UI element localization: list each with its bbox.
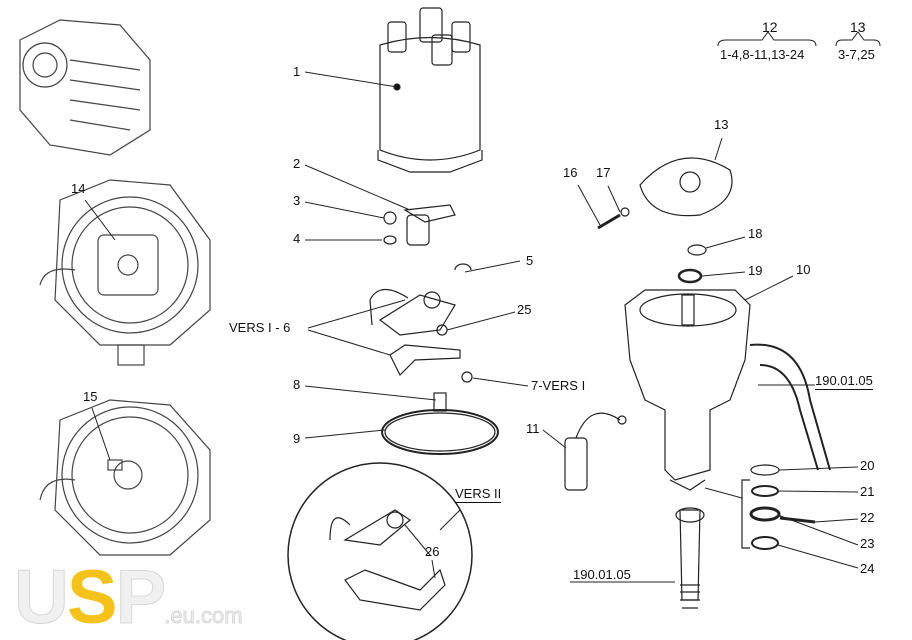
vers2-detail-circle	[287, 462, 473, 640]
rotor	[403, 204, 456, 246]
screw-16	[597, 213, 621, 230]
callout-24: 24	[860, 561, 875, 576]
usp-watermark-logo: USP.eu.com	[14, 555, 244, 640]
contact-breaker	[369, 288, 461, 377]
callout-11: 11	[526, 421, 540, 436]
housing-15	[39, 399, 211, 556]
callout-22: 22	[860, 510, 875, 525]
callout-2: 2	[293, 156, 301, 171]
washers	[749, 464, 816, 550]
callout-23: 23	[860, 536, 875, 551]
vers2-label: VERS II	[455, 486, 502, 503]
callout-26: 26	[425, 544, 440, 559]
ref-hose: 190.01.05	[815, 373, 873, 390]
callout-21: 21	[860, 484, 875, 499]
group-12-title: 12	[762, 19, 778, 35]
callout-13: 13	[714, 117, 729, 132]
group-13-title: 13	[850, 19, 866, 35]
ref-shaft: 190.01.05	[573, 567, 631, 582]
drive-shaft	[675, 507, 705, 609]
vers2-parts	[329, 509, 446, 611]
callout-4: 4	[293, 231, 301, 246]
engine-thumbnail	[19, 19, 151, 156]
o-ring	[381, 409, 499, 455]
callout-10: 10	[796, 262, 811, 277]
callout-17: 17	[596, 165, 611, 180]
felt	[433, 392, 447, 412]
callout-25: 25	[517, 302, 532, 317]
callout-20: 20	[860, 458, 875, 473]
callout-6: VERS I - 6	[229, 320, 291, 335]
clip	[454, 263, 472, 271]
callout-19: 19	[748, 263, 763, 278]
group-12-range: 1-4,8-11,13-24	[720, 47, 805, 62]
callout-18: 18	[748, 226, 763, 241]
housing-14	[39, 179, 211, 366]
callout-5: 5	[526, 253, 534, 268]
callout-1: 1	[293, 64, 301, 79]
breaker-plate	[639, 157, 733, 217]
distributor-body	[624, 289, 831, 491]
callout-15: 15	[83, 389, 98, 404]
callout-3: 3	[293, 193, 301, 208]
screw	[383, 211, 397, 225]
leader-lines	[84, 31, 881, 583]
callout-9: 9	[293, 431, 301, 446]
callout-14: 14	[71, 181, 86, 196]
capacitor	[564, 412, 627, 491]
group-13-range: 3-7,25	[838, 47, 875, 62]
callout-7: 7-VERS I	[531, 378, 586, 393]
callout-16: 16	[563, 165, 578, 180]
callout-8: 8	[293, 377, 301, 392]
distributor-cap	[377, 7, 483, 173]
